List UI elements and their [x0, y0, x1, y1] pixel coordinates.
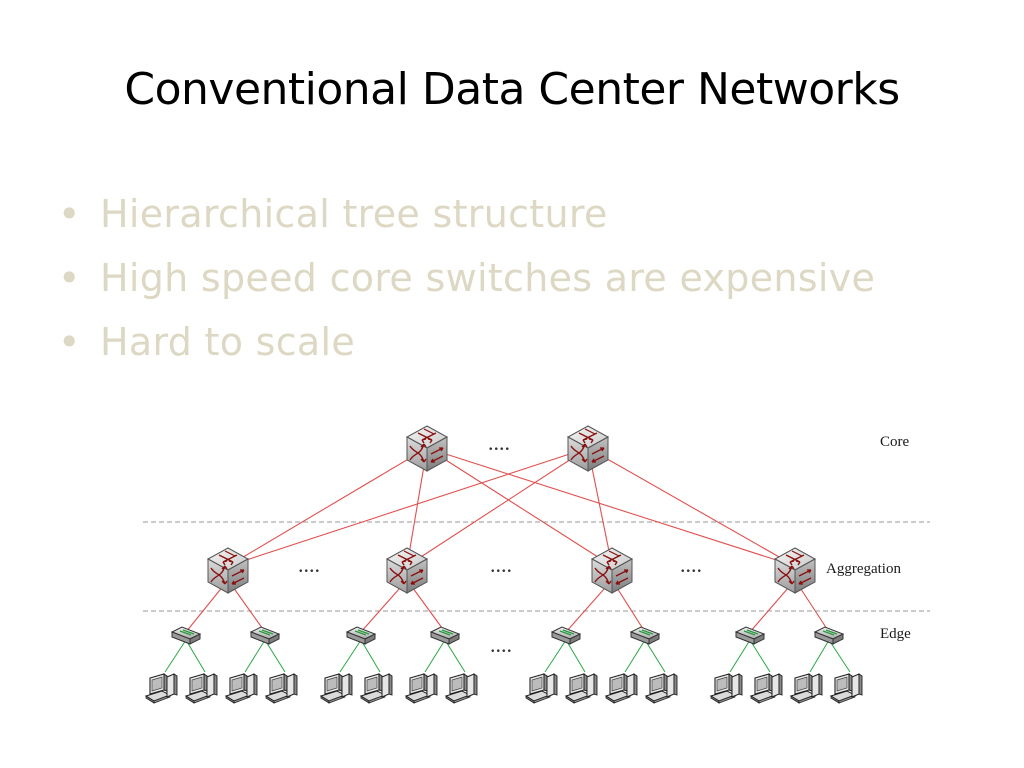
core-aggregation-links: [227, 447, 796, 567]
hub-icon: [171, 626, 201, 645]
edge-switch: [250, 626, 280, 645]
host: [360, 673, 393, 704]
host: [605, 673, 638, 704]
edge-switch: [346, 626, 376, 645]
aggregation-switch: [774, 547, 816, 594]
hub-icon: [630, 626, 660, 645]
host: [405, 673, 438, 704]
router-cube-icon: [774, 547, 816, 594]
hub-icon: [346, 626, 376, 645]
computer-icon: [405, 673, 438, 704]
computer-icon: [750, 673, 783, 704]
core-switch: [567, 425, 609, 472]
host: [710, 673, 743, 704]
edge-switch: [735, 626, 765, 645]
router-cube-icon: [567, 425, 609, 472]
edge-switch: [551, 626, 581, 645]
computer-icon: [445, 673, 478, 704]
tier-label-aggregation: Aggregation: [826, 561, 901, 577]
bullet-marker: •: [58, 320, 81, 364]
aggregation-switch: [207, 547, 249, 594]
host: [265, 673, 298, 704]
ellipsis-aggregation: ....: [490, 552, 512, 577]
computer-icon: [565, 673, 598, 704]
edge-switch: [814, 626, 844, 645]
tier-label-edge: Edge: [880, 626, 911, 642]
host: [750, 673, 783, 704]
ellipsis-aggregation: ....: [298, 552, 320, 577]
computer-icon: [525, 673, 558, 704]
computer-icon: [145, 673, 178, 704]
host: [565, 673, 598, 704]
hub-icon: [430, 626, 460, 645]
router-cube-icon: [207, 547, 249, 594]
edge-switch: [430, 626, 460, 645]
edge-switch: [171, 626, 201, 645]
host: [145, 673, 178, 704]
ellipsis-edge: ....: [490, 632, 512, 657]
computer-icon: [710, 673, 743, 704]
host: [645, 673, 678, 704]
edge-switch: [630, 626, 660, 645]
tier-label-core: Core: [880, 434, 910, 450]
aggregation-switch: [386, 547, 428, 594]
computer-icon: [830, 673, 863, 704]
bullet-text: Hierarchical tree structure: [100, 192, 608, 236]
host-group: [145, 673, 863, 704]
bullet-text: High speed core switches are expensive: [100, 256, 876, 300]
computer-icon: [645, 673, 678, 704]
hub-icon: [250, 626, 280, 645]
slide-title: Conventional Data Center Networks: [124, 64, 900, 115]
ellipsis-aggregation: ....: [680, 552, 702, 577]
ellipsis-core: ....: [488, 430, 510, 455]
bullet-text: Hard to scale: [100, 320, 356, 364]
computer-icon: [185, 673, 218, 704]
host: [225, 673, 258, 704]
router-cube-icon: [406, 425, 448, 472]
host: [525, 673, 558, 704]
computer-icon: [605, 673, 638, 704]
computer-icon: [360, 673, 393, 704]
hub-icon: [814, 626, 844, 645]
computer-icon: [790, 673, 823, 704]
router-cube-icon: [386, 547, 428, 594]
host: [445, 673, 478, 704]
computer-icon: [320, 673, 353, 704]
host: [320, 673, 353, 704]
host: [830, 673, 863, 704]
aggregation-switch: [591, 547, 633, 594]
hub-icon: [551, 626, 581, 645]
aggregation-edge-links: [185, 579, 830, 633]
computer-icon: [265, 673, 298, 704]
core-switch: [406, 425, 448, 472]
bullet-marker: •: [58, 256, 81, 300]
router-cube-icon: [591, 547, 633, 594]
edge-host-links: [164, 639, 851, 673]
hub-icon: [735, 626, 765, 645]
host: [185, 673, 218, 704]
computer-icon: [225, 673, 258, 704]
bullet-marker: •: [58, 192, 81, 236]
host: [790, 673, 823, 704]
